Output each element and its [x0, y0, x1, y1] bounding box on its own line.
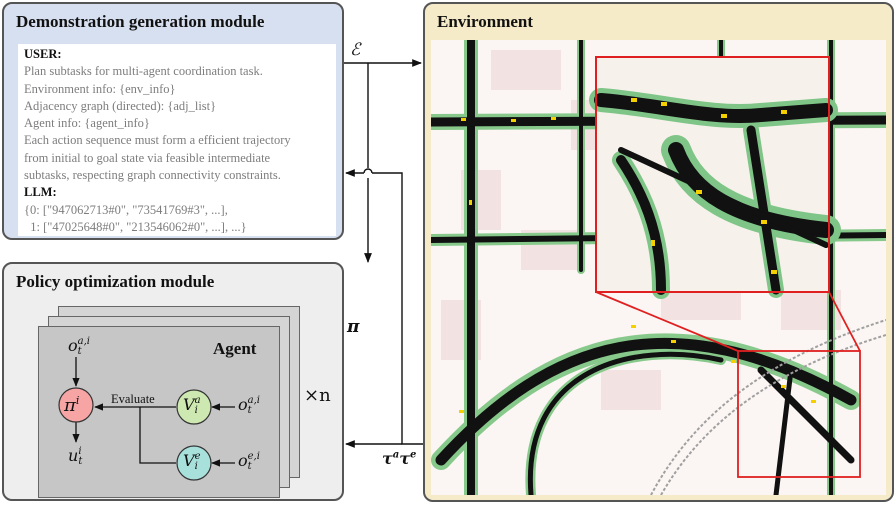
- user-line: Adjacency graph (directed): {adj_list}: [24, 98, 217, 113]
- obs-top-sup: a,i: [77, 335, 90, 347]
- zoom-inset: [589, 56, 841, 299]
- llm-line: 1: ["47025648#0", "213546062#0", ...], .…: [24, 219, 247, 234]
- policy-signal-label: π: [347, 317, 360, 337]
- user-label: USER:: [24, 47, 62, 61]
- user-line: from initial to goal state via feasible …: [24, 150, 271, 165]
- env-signal-label: ℰ: [350, 40, 361, 60]
- demo-module-title: Demonstration generation module: [16, 12, 265, 31]
- value-node-a: [176, 389, 212, 425]
- traj-e-base: τ: [399, 449, 411, 468]
- policy-symbol: π: [64, 395, 76, 416]
- obs-e-sup: e,i: [247, 450, 260, 462]
- policy-node-label: πi: [64, 394, 79, 416]
- action-symbol: u: [68, 446, 79, 465]
- value-e-sub: i: [194, 460, 198, 472]
- value-e-symbol: V: [183, 451, 195, 470]
- agent-label: Agent: [213, 339, 257, 358]
- value-a-symbol: V: [183, 395, 195, 414]
- obs-top-sub: t: [77, 345, 82, 357]
- user-line: subtasks, respecting graph connectivity …: [24, 168, 281, 183]
- obs-e-symbol: o: [238, 451, 248, 470]
- policy-optimization-module: Policy optimization module: [2, 262, 344, 501]
- policy-node: [58, 387, 94, 423]
- obs-a-symbol: o: [238, 395, 248, 414]
- action-sup: i: [78, 445, 82, 457]
- policy-module-title: Policy optimization module: [16, 272, 215, 291]
- trajectory-label: τaτe: [382, 449, 416, 468]
- zoom-connector-lines: [595, 291, 861, 352]
- obs-e-sub: t: [247, 460, 252, 472]
- value-node-e: [176, 445, 212, 481]
- multiplier-label: ×n: [304, 385, 331, 406]
- value-a-sub: i: [194, 404, 198, 416]
- action-sub: t: [78, 455, 83, 467]
- road-network-map: [431, 40, 886, 495]
- traj-a-base: τ: [382, 449, 393, 468]
- obs-top-symbol: o: [68, 336, 78, 355]
- user-line: Plan subtasks for multi-agent coordinati…: [24, 64, 263, 79]
- zoom-source-box: [737, 350, 861, 478]
- value-e-sup: e: [194, 450, 201, 462]
- llm-prompt-box: USER: Plan subtasks for multi-agent coor…: [18, 44, 336, 236]
- traj-e-sup: e: [410, 449, 417, 461]
- environment-title: Environment: [437, 12, 534, 31]
- user-line: Environment info: {env_info}: [24, 81, 176, 96]
- user-line: Agent info: {agent_info}: [24, 116, 150, 131]
- traj-a-sup: a: [392, 449, 400, 461]
- llm-label: LLM:: [24, 185, 57, 200]
- obs-a-sup: a,i: [247, 394, 260, 406]
- obs-a-sub: t: [247, 404, 252, 416]
- llm-line: {0: ["947062713#0", "73541769#3", ...],: [24, 202, 228, 217]
- policy-sup: i: [75, 394, 80, 407]
- value-a-sup: a: [194, 394, 201, 406]
- demonstration-generation-module: Demonstration generation module USER: Pl…: [2, 2, 344, 240]
- user-line: Each action sequence must form a efficie…: [24, 133, 291, 148]
- evaluate-label: Evaluate: [111, 392, 155, 406]
